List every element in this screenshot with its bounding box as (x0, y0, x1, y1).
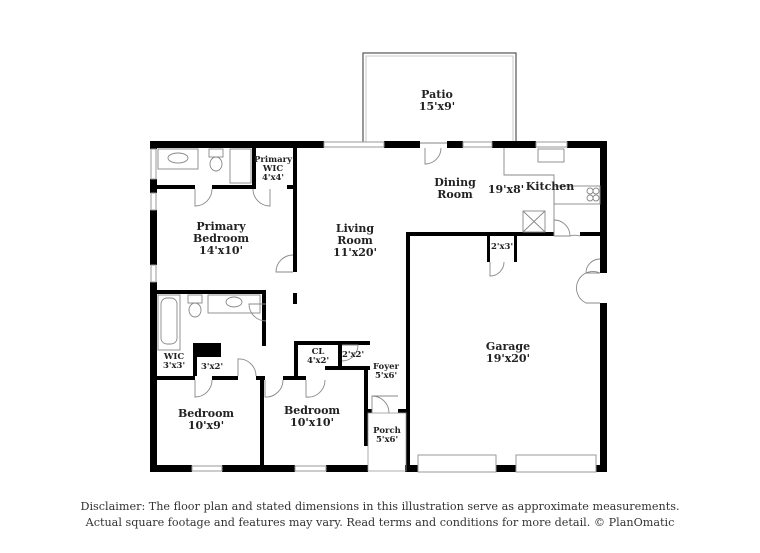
disclaimer-line-2: Actual square footage and features may v… (85, 516, 675, 529)
doors (194, 147, 601, 414)
fixtures (157, 148, 601, 351)
room-label-small-closet: 2'x2' (341, 350, 365, 360)
room-label-linen: 3'x2' (200, 362, 224, 372)
interior-walls (150, 148, 607, 472)
room-label-kitchen: Kitchen (525, 180, 575, 193)
room-label-pantry: 2'x3' (490, 242, 514, 252)
room-label-kitchen-dims: 19'x8' (487, 183, 525, 196)
exterior-walls (150, 141, 607, 472)
disclaimer-line-1: Disclaimer: The floor plan and stated di… (80, 500, 680, 513)
patio-outline (362, 52, 517, 144)
porch-outline (367, 412, 407, 472)
windows (150, 141, 597, 473)
disclaimer: Disclaimer: The floor plan and stated di… (0, 499, 760, 531)
